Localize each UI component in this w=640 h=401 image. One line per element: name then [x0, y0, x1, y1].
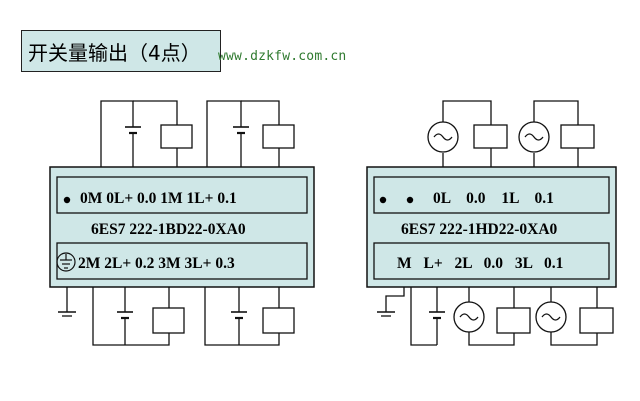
- module-relay-top-row: 0L 0.0 1L 0.1: [433, 190, 554, 207]
- ground-icon: [56, 252, 76, 272]
- module-relay-wiring-bottom: [377, 287, 614, 346]
- module-dc-wiring-top: [100, 100, 295, 167]
- module-dc: 0M 0L+ 0.0 1M 1L+ 0.1 6ES7 222-1BD22-0XA…: [49, 166, 315, 288]
- module-relay-wiring-top: [427, 100, 595, 167]
- title-box: 开关量输出（4点）: [21, 30, 221, 72]
- page-title: 开关量输出（4点）: [28, 41, 201, 65]
- module-dc-top-row: 0M 0L+ 0.0 1M 1L+ 0.1: [80, 190, 237, 207]
- watermark: www.dzkfw.com.cn: [218, 49, 347, 64]
- module-relay: 0L 0.0 1L 0.1 6ES7 222-1HD22-0XA0 M L+ 2…: [366, 166, 617, 288]
- status-dot: [63, 196, 71, 204]
- status-dot: [379, 196, 387, 204]
- module-dc-model: 6ES7 222-1BD22-0XA0: [91, 221, 246, 238]
- status-dot: [406, 196, 414, 204]
- module-relay-model: 6ES7 222-1HD22-0XA0: [401, 221, 558, 238]
- module-relay-bottom-row: M L+ 2L 0.0 3L 0.1: [397, 255, 563, 272]
- module-dc-bottom-row: 2M 2L+ 0.2 3M 3L+ 0.3: [78, 255, 235, 272]
- module-dc-wiring-bottom: [58, 287, 295, 346]
